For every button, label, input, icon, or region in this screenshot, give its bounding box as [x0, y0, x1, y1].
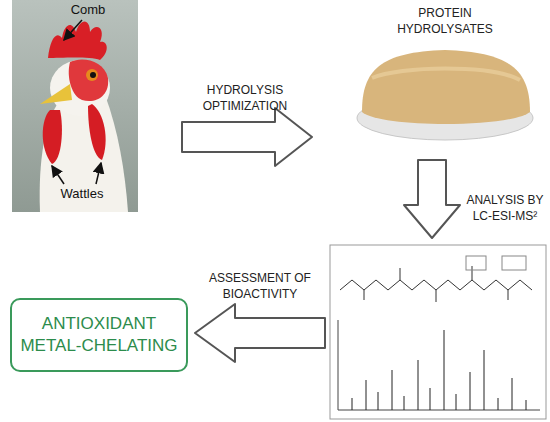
callout-label: Wattles [54, 186, 110, 202]
node-text: PROTEIN HYDROLYSATES [390, 6, 500, 37]
callout-label: Comb [66, 2, 110, 18]
result-box: ANTIOXIDANT METAL-CHELATING [10, 298, 188, 372]
image-panel: PROTEIN HYDROLYSATES [352, 6, 538, 46]
step-label: ASSESSMENT OF BIOACTIVITY [200, 270, 320, 302]
node-text: ANTIOXIDANT METAL-CHELATING [19, 313, 179, 357]
powder-dish [357, 50, 533, 140]
leader-arrows [52, 20, 101, 184]
text-group: ANTIOXIDANT METAL-CHELATING [19, 313, 179, 357]
chicken-photo [12, 0, 138, 212]
text-group: PROTEIN HYDROLYSATES [352, 6, 538, 37]
ms-spectrum [330, 245, 546, 419]
step-label: ANALYSIS BY LC-ESI-MS² [462, 192, 548, 224]
step-label: HYDROLYSIS OPTIMIZATION [185, 82, 305, 114]
